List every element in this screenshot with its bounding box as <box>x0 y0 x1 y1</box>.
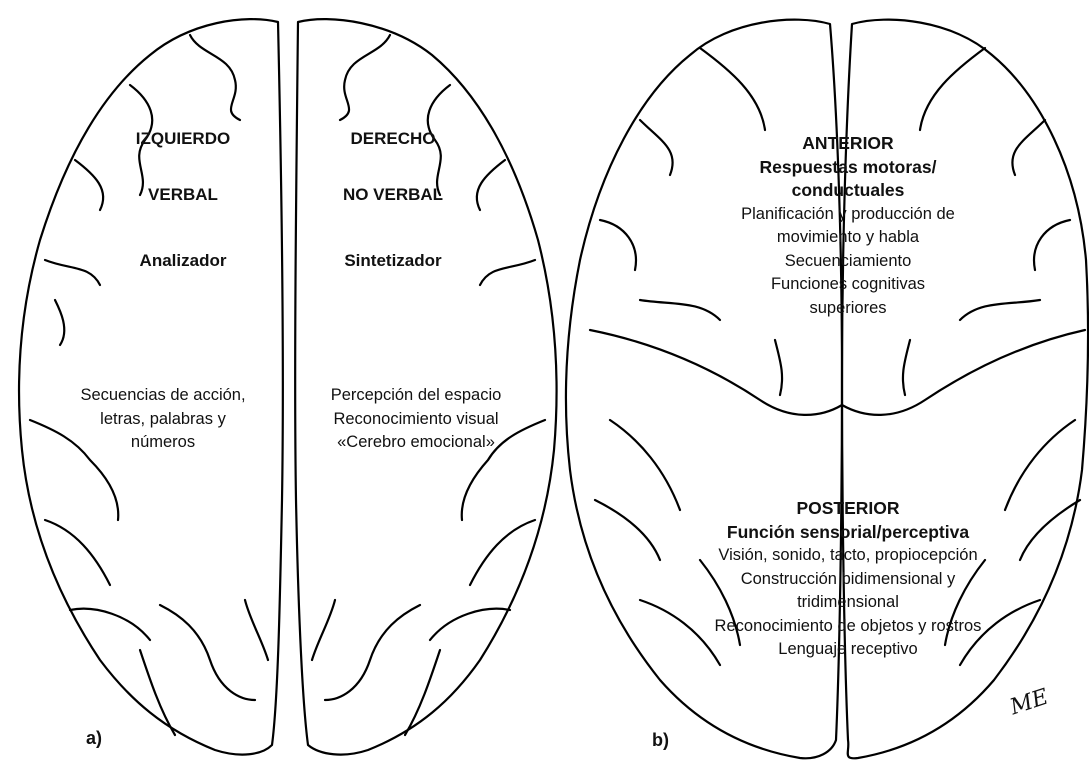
right-hemisphere-functions: Percepción del espacio Reconocimiento vi… <box>298 384 534 455</box>
right-hemisphere-type: NO VERBAL <box>318 184 468 206</box>
right-function-line: Reconocimiento visual <box>298 408 534 432</box>
posterior-subtitle-line: Función sensorial/perceptiva <box>678 521 1018 545</box>
right-function-line: Percepción del espacio <box>298 384 534 408</box>
anterior-region-text: ANTERIOR Respuestas motoras/ conductuale… <box>688 132 1008 320</box>
left-function-line: Secuencias de acción, <box>48 384 278 408</box>
anterior-function-line: movimiento y habla <box>688 226 1008 250</box>
anterior-function-line: Planificación y producción de <box>688 203 1008 227</box>
posterior-region-text: POSTERIOR Función sensorial/perceptiva V… <box>678 497 1018 662</box>
panel-b-label: b) <box>652 730 669 751</box>
right-hemisphere-role: Sintetizador <box>318 250 468 272</box>
right-function-line: «Cerebro emocional» <box>298 431 534 455</box>
anterior-subtitle-line: Respuestas motoras/ <box>688 156 1008 180</box>
left-function-line: letras, palabras y <box>48 408 278 432</box>
left-function-line: números <box>48 431 278 455</box>
posterior-function-line: Lenguaje receptivo <box>678 638 1018 662</box>
posterior-function-line: Construcción bidimensional y <box>678 568 1018 592</box>
posterior-function-line: Reconocimiento de objetos y rostros <box>678 615 1018 639</box>
posterior-function-line: Visión, sonido, tacto, propiocepción <box>678 544 1018 568</box>
panel-a-label: a) <box>86 728 102 749</box>
anterior-subtitle-line: conductuales <box>688 179 1008 203</box>
anterior-function-line: Secuenciamiento <box>688 250 1008 274</box>
left-hemisphere-role: Analizador <box>108 250 258 272</box>
posterior-function-line: tridimensional <box>678 591 1018 615</box>
anterior-title: ANTERIOR <box>688 132 1008 156</box>
left-hemisphere-functions: Secuencias de acción, letras, palabras y… <box>48 384 278 455</box>
right-hemisphere-title: DERECHO <box>318 128 468 150</box>
anterior-function-line: superiores <box>688 297 1008 321</box>
posterior-title: POSTERIOR <box>678 497 1018 521</box>
left-hemisphere-type: VERBAL <box>108 184 258 206</box>
anterior-function-line: Funciones cognitivas <box>688 273 1008 297</box>
left-hemisphere-title: IZQUIERDO <box>108 128 258 150</box>
